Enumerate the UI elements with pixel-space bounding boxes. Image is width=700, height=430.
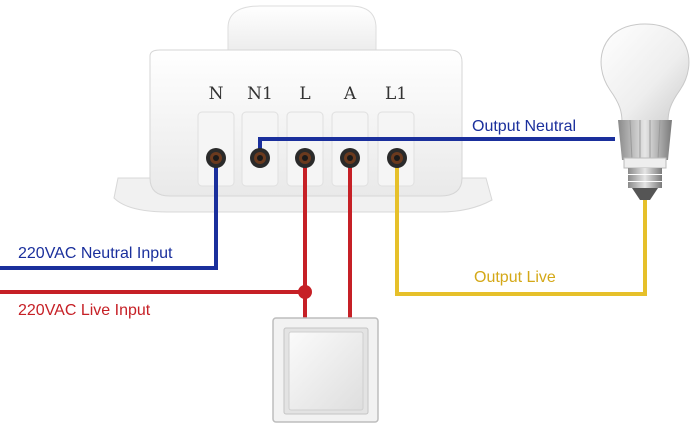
- terminal-screw-l1: [387, 148, 407, 168]
- wall-switch-icon: [272, 317, 379, 423]
- terminal-screw-n1: [250, 148, 270, 168]
- label-output-live: Output Live: [474, 269, 556, 286]
- terminal-screw-l: [295, 148, 315, 168]
- terminal-label-l: L: [299, 84, 310, 104]
- terminal-label-n: N: [209, 84, 224, 104]
- terminal-screw-n: [206, 148, 226, 168]
- label-live-input: 220VAC Live Input: [18, 302, 151, 319]
- terminal-screw-a: [340, 148, 360, 168]
- wire-junction: [298, 285, 312, 299]
- wire-output-live: [395, 158, 647, 296]
- label-output-neutral: Output Neutral: [472, 118, 576, 135]
- light-bulb-icon: [600, 23, 690, 200]
- terminal-screws: [206, 148, 407, 168]
- terminal-label-a: A: [343, 84, 357, 104]
- terminal-label-n1: N1: [247, 84, 273, 104]
- label-neutral-input: 220VAC Neutral Input: [18, 245, 173, 262]
- terminal-label-l1: L1: [385, 84, 407, 104]
- wire-neutral-input: [0, 158, 218, 270]
